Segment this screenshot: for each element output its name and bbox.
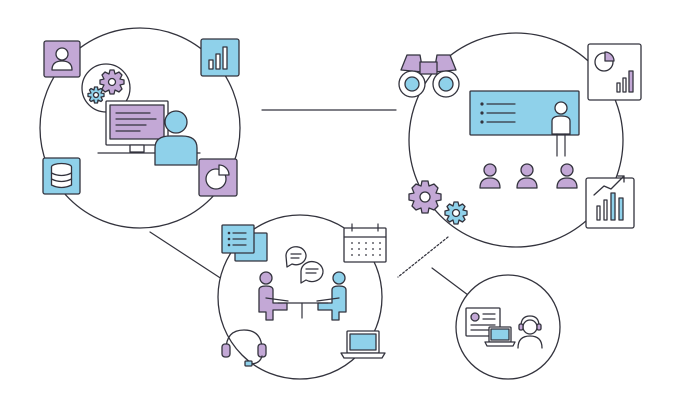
person-icon	[154, 110, 198, 166]
audience-icon	[479, 163, 578, 189]
video-call-icon	[465, 307, 516, 347]
chat-bubbles-icon	[285, 246, 324, 284]
bottom-circle-meeting	[217, 214, 387, 380]
left-circle-workstation	[39, 27, 241, 229]
binoculars-icon	[398, 54, 460, 98]
small-circle-video-call	[455, 274, 561, 380]
pie-chart-icon	[198, 158, 238, 197]
bar-chart-icon	[200, 38, 240, 77]
headset-icon	[221, 329, 267, 367]
user-profile-icon	[43, 40, 81, 78]
gears-icon	[408, 180, 468, 225]
laptop-icon	[340, 330, 386, 359]
meeting-people-icon	[258, 271, 347, 321]
calendar-icon	[343, 223, 387, 263]
right-circle-presentation	[398, 32, 642, 248]
monitor-icon	[97, 100, 201, 154]
connector-lines	[149, 109, 473, 299]
database-icon	[42, 157, 81, 195]
growth-chart-icon	[585, 175, 635, 229]
presenter-icon	[551, 101, 571, 157]
gears-icon	[81, 63, 131, 113]
pie-bar-chart-icon	[587, 43, 642, 101]
support-agent-icon	[517, 315, 543, 349]
documents-icon	[221, 224, 268, 262]
